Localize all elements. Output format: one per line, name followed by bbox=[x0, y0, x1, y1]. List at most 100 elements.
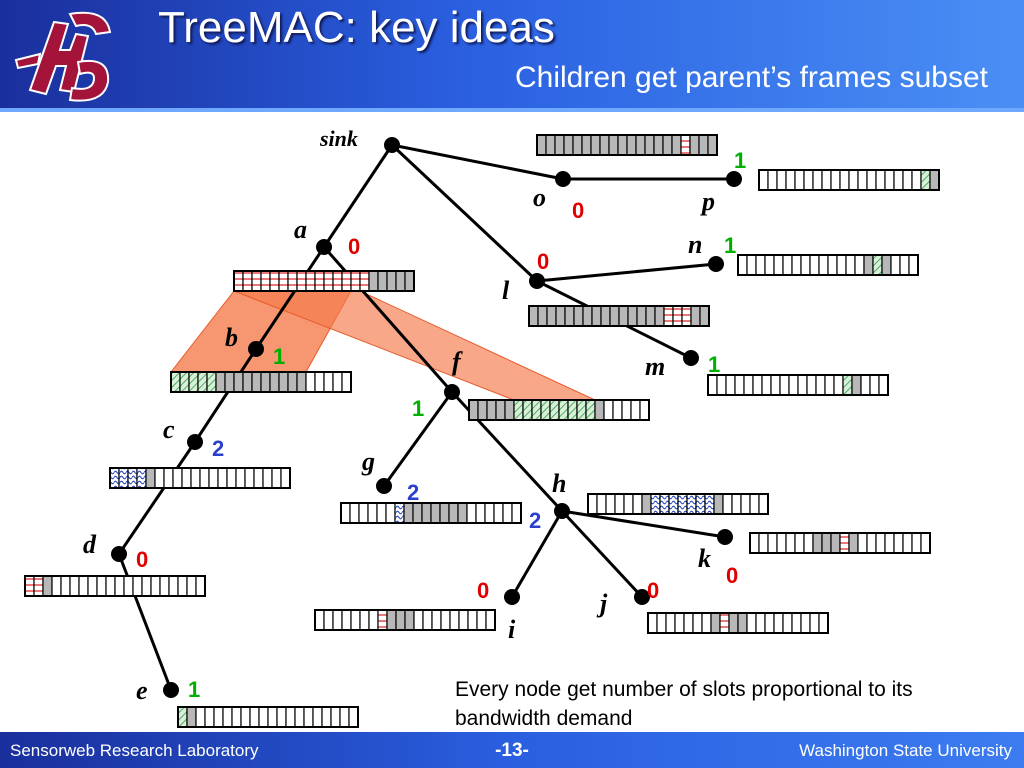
frame-p-slot bbox=[893, 169, 904, 191]
frame-f bbox=[468, 399, 650, 421]
frame-d-slot bbox=[141, 575, 152, 597]
frame-d-slot bbox=[51, 575, 62, 597]
frame-m-slot bbox=[860, 374, 871, 396]
frame-j-slot bbox=[773, 612, 784, 634]
frame-c-slot bbox=[154, 467, 165, 489]
frame-h-slot bbox=[704, 493, 715, 515]
frame-f-slot bbox=[549, 399, 560, 421]
frame-e-slot bbox=[240, 706, 251, 728]
frame-p-slot bbox=[794, 169, 805, 191]
frame-e-slot bbox=[222, 706, 233, 728]
node-label-b: b bbox=[225, 323, 238, 352]
frame-c-slot bbox=[109, 467, 120, 489]
frame-m-slot bbox=[869, 374, 880, 396]
frame-k-slot bbox=[893, 532, 904, 554]
frame-h-slot bbox=[686, 493, 697, 515]
node-number-j: 0 bbox=[647, 578, 659, 603]
frame-j-slot bbox=[719, 612, 730, 634]
frame-b-slot bbox=[206, 371, 217, 393]
frame-c-slot bbox=[163, 467, 174, 489]
frame-c-slot bbox=[280, 467, 291, 489]
frame-j-slot bbox=[791, 612, 802, 634]
frame-c-slot bbox=[181, 467, 192, 489]
frame-o-slot bbox=[644, 134, 655, 156]
slide-subtitle: Children get parent’s frames subset bbox=[514, 61, 988, 94]
frame-h-slot bbox=[731, 493, 742, 515]
frame-b-slot bbox=[341, 371, 352, 393]
frame-k-slot bbox=[785, 532, 796, 554]
frame-n-slot bbox=[818, 254, 829, 276]
node-number-e: 1 bbox=[188, 677, 200, 702]
frame-e-slot bbox=[195, 706, 206, 728]
frame-b-slot bbox=[278, 371, 289, 393]
frame-l-slot bbox=[600, 305, 611, 327]
frame-c-slot bbox=[190, 467, 201, 489]
frame-n-slot bbox=[899, 254, 910, 276]
frame-m-slot bbox=[824, 374, 835, 396]
frame-o-slot bbox=[653, 134, 664, 156]
frame-k-slot bbox=[776, 532, 787, 554]
node-i bbox=[504, 589, 520, 605]
frame-c-slot bbox=[226, 467, 237, 489]
frame-m-slot bbox=[842, 374, 853, 396]
frame-b-slot bbox=[197, 371, 208, 393]
frame-d-slot bbox=[105, 575, 116, 597]
frame-b-slot bbox=[224, 371, 235, 393]
frame-f-slot bbox=[603, 399, 614, 421]
frame-h-slot bbox=[749, 493, 760, 515]
frame-j-slot bbox=[656, 612, 667, 634]
frame-c-slot bbox=[235, 467, 246, 489]
frame-m-slot bbox=[725, 374, 736, 396]
frame-m-slot bbox=[779, 374, 790, 396]
frame-m-slot bbox=[734, 374, 745, 396]
frame-i-slot bbox=[404, 609, 415, 631]
node-label-sink: sink bbox=[319, 126, 358, 151]
frame-n-slot bbox=[791, 254, 802, 276]
frame-p-slot bbox=[830, 169, 841, 191]
frame-d-slot bbox=[42, 575, 53, 597]
frame-e-slot bbox=[339, 706, 350, 728]
frame-n-slot bbox=[809, 254, 820, 276]
frame-n-slot bbox=[782, 254, 793, 276]
frame-p-slot bbox=[821, 169, 832, 191]
edge-d-e bbox=[117, 553, 173, 691]
frame-k-slot bbox=[758, 532, 769, 554]
frame-a-slot bbox=[287, 270, 298, 292]
node-label-e: e bbox=[136, 676, 148, 705]
frame-f-slot bbox=[639, 399, 650, 421]
frame-h-slot bbox=[722, 493, 733, 515]
frame-o-slot bbox=[671, 134, 682, 156]
frame-g-slot bbox=[421, 502, 432, 524]
frame-l bbox=[528, 305, 710, 327]
frame-p-slot bbox=[785, 169, 796, 191]
node-label-i: i bbox=[508, 615, 516, 644]
frame-p-slot bbox=[929, 169, 940, 191]
frame-m-slot bbox=[788, 374, 799, 396]
node-l bbox=[529, 273, 545, 289]
node-h bbox=[554, 503, 570, 519]
frame-m bbox=[707, 374, 889, 396]
frame-n-slot bbox=[836, 254, 847, 276]
frame-j-slot bbox=[710, 612, 721, 634]
node-n bbox=[708, 256, 724, 272]
frame-n-slot bbox=[854, 254, 865, 276]
frame-l-slot bbox=[645, 305, 656, 327]
frame-j-slot bbox=[728, 612, 739, 634]
node-label-f: f bbox=[452, 347, 463, 376]
frame-l-slot bbox=[681, 305, 692, 327]
frame-o-slot bbox=[608, 134, 619, 156]
frame-n-slot bbox=[746, 254, 757, 276]
frame-m-slot bbox=[761, 374, 772, 396]
frame-c-slot bbox=[127, 467, 138, 489]
frame-p-slot bbox=[857, 169, 868, 191]
frame-o-slot bbox=[563, 134, 574, 156]
frame-c-slot bbox=[136, 467, 147, 489]
frame-l-slot bbox=[546, 305, 557, 327]
frame-j-slot bbox=[809, 612, 820, 634]
frame-l-slot bbox=[663, 305, 674, 327]
frame-e-slot bbox=[177, 706, 188, 728]
frame-d-slot bbox=[69, 575, 80, 597]
frame-p-slot bbox=[902, 169, 913, 191]
frame-i-slot bbox=[368, 609, 379, 631]
